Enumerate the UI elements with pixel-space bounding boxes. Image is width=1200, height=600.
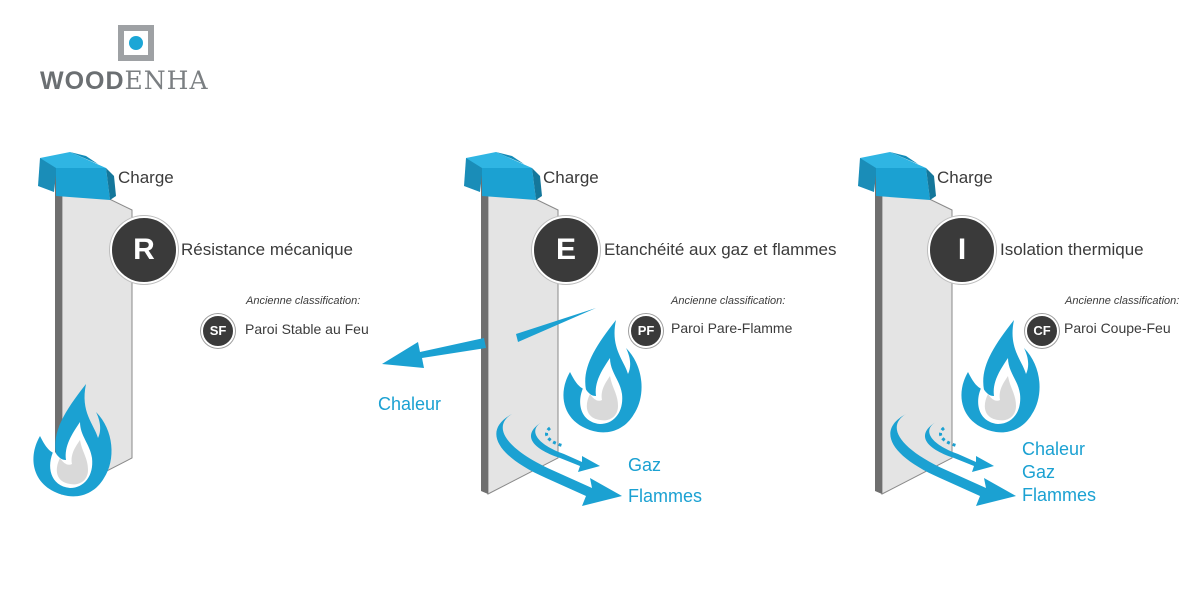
badge-i: I <box>928 216 996 284</box>
woodenha-logo: WOODENHA <box>40 25 240 95</box>
panel-e-drawing <box>382 152 642 508</box>
logo-square-icon <box>118 25 154 61</box>
output-label-i-chaleur: Chaleur <box>1022 439 1086 459</box>
badge-e: E <box>532 216 600 284</box>
property-i: Isolation thermique <box>1000 240 1144 259</box>
output-label-e-flammes: Flammes <box>628 486 703 506</box>
heat-label-e: Chaleur <box>378 394 442 414</box>
logo-text-light: ENHA <box>124 66 209 95</box>
old-code-e: PF <box>629 314 663 348</box>
output-label-i-gaz: Gaz <box>1022 462 1056 482</box>
old-label-r: Paroi Stable au Feu <box>245 321 369 337</box>
charge-e-icon <box>464 152 542 200</box>
property-r: Résistance mécanique <box>181 240 353 259</box>
logo-text: WOODENHA <box>40 66 209 96</box>
panel-i-drawing <box>858 152 1040 508</box>
old-heading-e: Ancienne classification: <box>671 295 786 307</box>
charge-label-i: Charge <box>937 168 993 187</box>
charge-label-r: Charge <box>118 168 174 187</box>
old-code-r: SF <box>201 314 235 348</box>
heat-arrow-icon <box>382 338 486 368</box>
property-e: Etanchéité aux gaz et flammes <box>604 240 837 259</box>
old-code-i: CF <box>1025 314 1059 348</box>
charge-r-icon <box>38 152 116 200</box>
charge-label-e: Charge <box>543 168 599 187</box>
output-label-i-flammes: Flammes <box>1022 485 1097 505</box>
output-label-e-gaz: Gaz <box>628 455 662 475</box>
old-label-i: Paroi Coupe-Feu <box>1064 320 1171 336</box>
charge-i-icon <box>858 152 936 200</box>
old-heading-r: Ancienne classification: <box>246 295 361 307</box>
old-heading-i: Ancienne classification: <box>1065 295 1180 307</box>
panel-r-drawing <box>33 152 133 497</box>
badge-r: R <box>110 216 178 284</box>
old-label-e: Paroi Pare-Flamme <box>671 320 793 336</box>
heat-leak-streak <box>516 308 596 342</box>
logo-text-bold: WOOD <box>40 67 125 95</box>
